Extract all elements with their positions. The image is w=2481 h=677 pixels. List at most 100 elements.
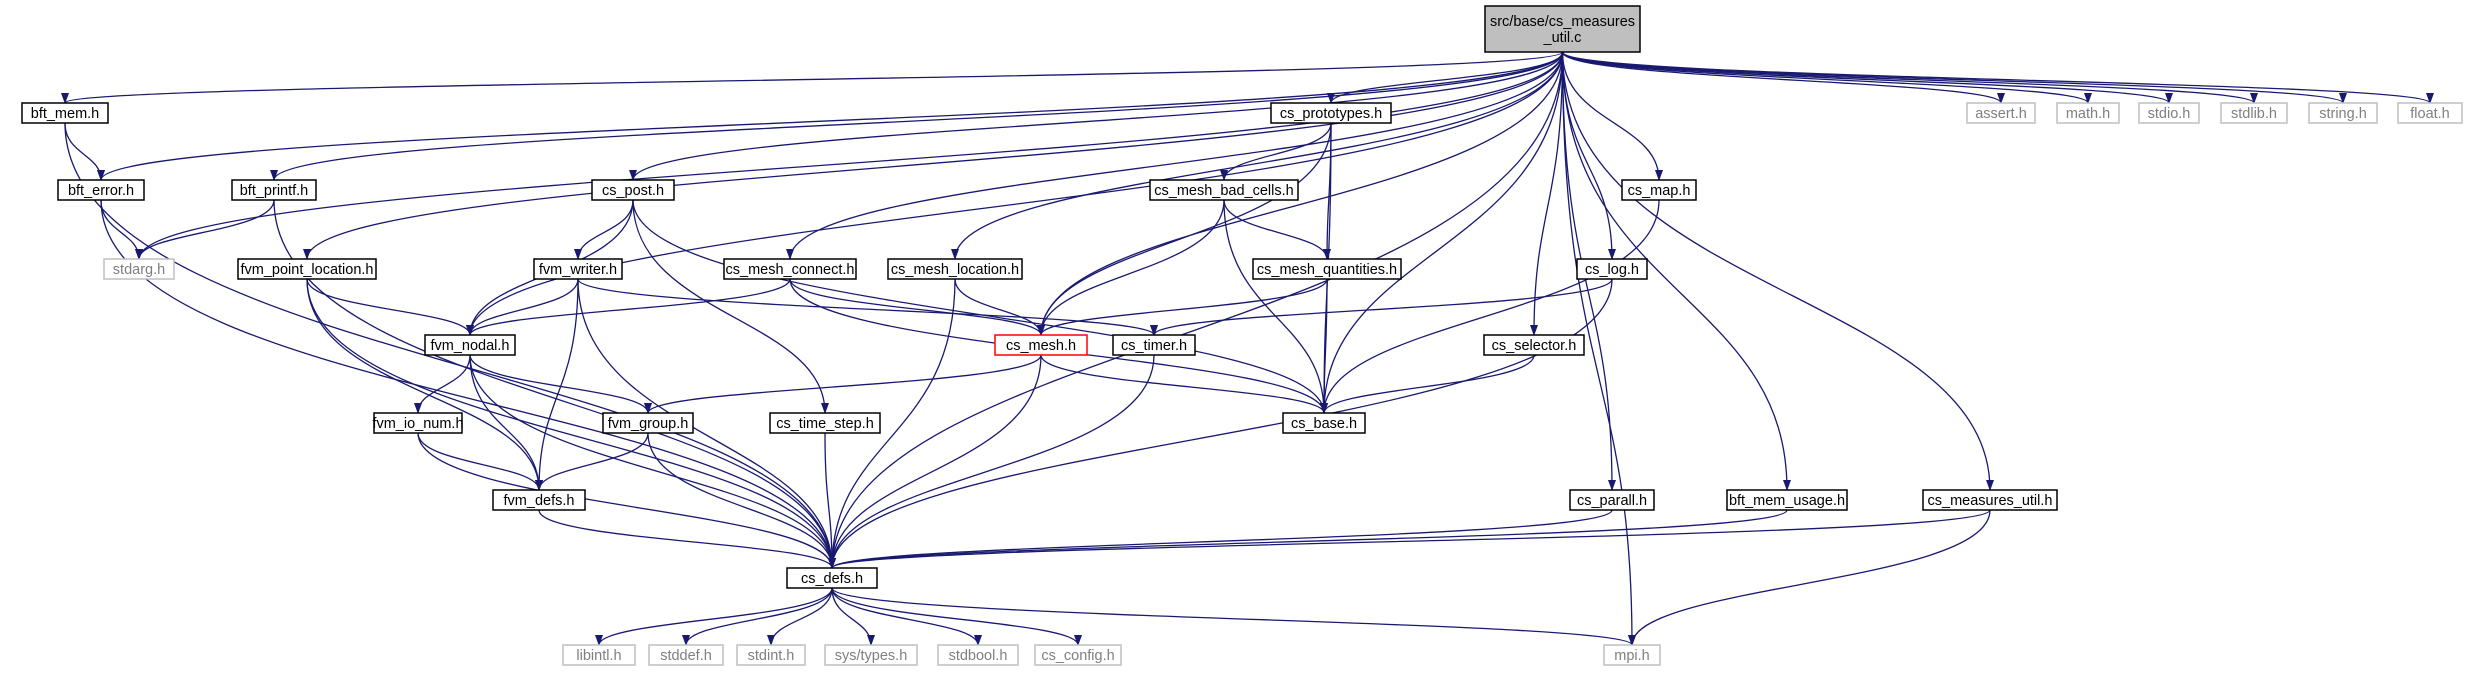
node-cs_mesh_connect_h[interactable]: cs_mesh_connect.h [723, 258, 857, 280]
edge-root-to-cs_parall_h [1561, 51, 1616, 491]
node-bft_mem_h[interactable]: bft_mem.h [21, 102, 109, 124]
edge-fvm_point_location_h-to-fvm_nodal_h [306, 278, 474, 336]
node-bft_error_h[interactable]: bft_error.h [57, 179, 145, 201]
edge-cs_mesh_bad_cells_h-to-cs_mesh_quantities_h [1223, 199, 1331, 260]
node-box[interactable] [1252, 258, 1402, 280]
node-box[interactable] [21, 102, 109, 124]
node-cs_mesh_location_h[interactable]: cs_mesh_location.h [887, 258, 1023, 280]
node-label: cs_post.h [602, 183, 664, 199]
edge-cs_prototypes_h-to-cs_mesh_bad_cells_h [1220, 122, 1332, 181]
node-float_h: float.h [2397, 102, 2463, 124]
node-box [2397, 102, 2463, 124]
node-cs_mesh_quantities_h[interactable]: cs_mesh_quantities.h [1252, 258, 1402, 280]
node-box[interactable] [237, 258, 377, 280]
edge-cs_log_h-to-cs_timer_h [1150, 278, 1613, 336]
node-label: stdio.h [2148, 106, 2191, 122]
node-box[interactable] [57, 179, 145, 201]
node-cs_base_h[interactable]: cs_base.h [1282, 412, 1366, 434]
node-box[interactable] [373, 412, 463, 434]
node-box[interactable] [769, 412, 881, 434]
node-string_h: string.h [2308, 102, 2378, 124]
node-box[interactable] [602, 412, 694, 434]
edge-fvm_point_location_h-to-cs_defs_h [306, 278, 836, 569]
node-fvm_io_num_h[interactable]: fvm_io_num.h [372, 412, 464, 434]
node-fvm_nodal_h[interactable]: fvm_nodal.h [424, 334, 516, 356]
node-fvm_point_location_h[interactable]: fvm_point_location.h [237, 258, 377, 280]
node-cs_log_h[interactable]: cs_log.h [1576, 258, 1648, 280]
node-box [648, 644, 724, 666]
node-label: stdbool.h [949, 648, 1008, 664]
node-label: fvm_io_num.h [372, 416, 463, 432]
node-box[interactable] [1621, 179, 1697, 201]
edge-root-to-float_h [1561, 51, 2434, 104]
edge-cs_mesh_quantities_h-to-cs_mesh_h [1037, 278, 1328, 336]
node-label: cs_selector.h [1492, 338, 1577, 354]
node-label: cs_log.h [1585, 262, 1639, 278]
edge-cs_defs_h-to-cs_config_h [831, 587, 1082, 646]
edge-cs_measures_util_h-to-mpi_h [1628, 509, 1991, 646]
edge-root-to-bft_mem_usage_h [1561, 51, 1791, 491]
node-label: cs_base.h [1291, 416, 1357, 432]
node-cs_prototypes_h[interactable]: cs_prototypes.h [1270, 102, 1392, 124]
node-box [736, 644, 806, 666]
edge-fvm_io_num_h-to-cs_defs_h [417, 432, 836, 569]
node-box[interactable] [1569, 489, 1655, 511]
node-box[interactable] [1922, 489, 2058, 511]
node-label: cs_prototypes.h [1280, 106, 1382, 122]
node-label: cs_mesh_quantities.h [1257, 262, 1397, 278]
node-box[interactable] [994, 334, 1088, 356]
node-cs_time_step_h[interactable]: cs_time_step.h [769, 412, 881, 434]
node-box [2138, 102, 2200, 124]
node-box[interactable] [1576, 258, 1648, 280]
edge-cs_post_h-to-cs_base_h [632, 199, 1328, 414]
edge-root-to-cs_mesh_location_h [951, 51, 1564, 260]
edge-bft_printf_h-to-cs_defs_h [273, 199, 836, 569]
edge-layer [61, 51, 2434, 646]
node-box[interactable] [723, 258, 857, 280]
node-stdbool_h: stdbool.h [937, 644, 1019, 666]
node-cs_post_h[interactable]: cs_post.h [591, 179, 675, 201]
edge-cs_timer_h-to-cs_defs_h [828, 354, 1155, 569]
node-fvm_defs_h[interactable]: fvm_defs.h [492, 489, 586, 511]
node-cs_mesh_bad_cells_h[interactable]: cs_mesh_bad_cells.h [1149, 179, 1299, 201]
edge-fvm_nodal_h-to-fvm_defs_h [469, 354, 543, 491]
node-box[interactable] [887, 258, 1023, 280]
node-cs_map_h[interactable]: cs_map.h [1621, 179, 1697, 201]
node-label: stdarg.h [113, 262, 165, 278]
edge-root-to-cs_measures_util_h [1561, 51, 1994, 491]
edge-cs_defs_h-to-libintl_h [595, 587, 833, 646]
edge-cs_mesh_location_h-to-cs_mesh_h [954, 278, 1045, 336]
node-cs_measures_util_h[interactable]: cs_measures_util.h [1922, 489, 2058, 511]
edge-root-to-cs_base_h [1320, 51, 1564, 414]
node-label: sys/types.h [835, 648, 908, 664]
edge-cs_defs_h-to-stdbool_h [831, 587, 982, 646]
node-cs_defs_h[interactable]: cs_defs.h [786, 567, 878, 589]
node-box[interactable] [1483, 334, 1585, 356]
node-libintl_h: libintl.h [562, 644, 636, 666]
node-box[interactable] [1726, 489, 1848, 511]
node-stdarg_h: stdarg.h [103, 258, 175, 280]
node-cs_config_h: cs_config.h [1034, 644, 1122, 666]
edge-fvm_nodal_h-to-cs_defs_h [469, 354, 836, 569]
node-box[interactable] [533, 258, 623, 280]
node-box[interactable] [231, 179, 317, 201]
node-cs_parall_h[interactable]: cs_parall.h [1569, 489, 1655, 511]
node-fvm_writer_h[interactable]: fvm_writer.h [533, 258, 623, 280]
node-bft_printf_h[interactable]: bft_printf.h [231, 179, 317, 201]
node-cs_timer_h[interactable]: cs_timer.h [1112, 334, 1196, 356]
node-box[interactable] [1270, 102, 1392, 124]
node-box[interactable] [591, 179, 675, 201]
node-box[interactable] [424, 334, 516, 356]
node-box[interactable] [786, 567, 878, 589]
node-box[interactable] [492, 489, 586, 511]
node-box[interactable] [1112, 334, 1196, 356]
node-box[interactable] [1282, 412, 1366, 434]
edge-cs_prototypes_h-to-cs_mesh_h [1037, 122, 1332, 336]
edge-cs_mesh_h-to-cs_base_h [1040, 354, 1328, 414]
node-bft_mem_usage_h[interactable]: bft_mem_usage.h [1726, 489, 1848, 511]
node-fvm_group_h[interactable]: fvm_group.h [602, 412, 694, 434]
node-box[interactable] [1149, 179, 1299, 201]
edge-cs_map_h-to-cs_base_h [1320, 199, 1660, 414]
node-cs_mesh_h[interactable]: cs_mesh.h [994, 334, 1088, 356]
node-cs_selector_h[interactable]: cs_selector.h [1483, 334, 1585, 356]
